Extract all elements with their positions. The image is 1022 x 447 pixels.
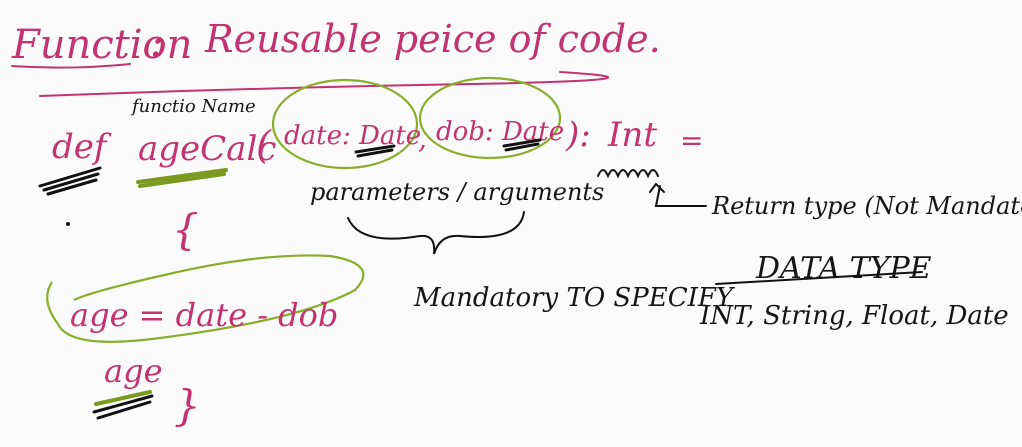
return-value-highlight-green — [94, 390, 152, 406]
param-comma: , — [418, 122, 427, 155]
param1: date: Date — [284, 121, 421, 151]
title-function-word: Function — [11, 22, 192, 68]
equals-sign: = — [680, 124, 703, 157]
return-type-note: Return type (Not Mandatory) — [711, 192, 1022, 220]
mandatory-note: Mandatory TO SPECIFY — [413, 283, 736, 313]
parameters-label: parameters / arguments — [310, 178, 604, 206]
close-paren-colon: ): — [565, 115, 591, 155]
param2-type-scribble — [502, 138, 542, 152]
return-type-arrowhead — [649, 182, 665, 193]
title-colon: : — [150, 20, 163, 66]
param1-circle — [271, 78, 419, 170]
close-brace: } — [174, 381, 201, 430]
body-statement: age = date - dob — [70, 296, 338, 334]
data-type-underline — [715, 271, 923, 285]
return-value: age — [104, 352, 163, 390]
param2: dob: Date — [436, 117, 564, 147]
title-wave-line — [39, 71, 610, 97]
return-type-squiggle — [597, 169, 659, 179]
return-value-scribble — [92, 394, 154, 420]
function-name-highlight — [136, 168, 228, 188]
data-type-examples: INT, String, Float, Date — [699, 301, 1009, 331]
statement-loop — [46, 254, 365, 343]
function-name: ageCalc — [138, 129, 276, 169]
function-name-label: functio Name — [130, 96, 256, 117]
open-brace: { — [172, 205, 199, 254]
title-rest: Reusable peice of code. — [204, 17, 661, 61]
return-type: Int — [607, 115, 657, 155]
def-scribble — [38, 166, 102, 196]
parameters-brace — [347, 211, 525, 255]
open-paren: ( — [256, 123, 272, 167]
return-type-arrow — [654, 185, 707, 207]
param2-circle — [418, 76, 562, 160]
param1-type-scribble — [354, 144, 396, 158]
stray-dot — [66, 222, 70, 226]
keyword-def: def — [52, 127, 112, 167]
title-underline — [11, 63, 131, 69]
